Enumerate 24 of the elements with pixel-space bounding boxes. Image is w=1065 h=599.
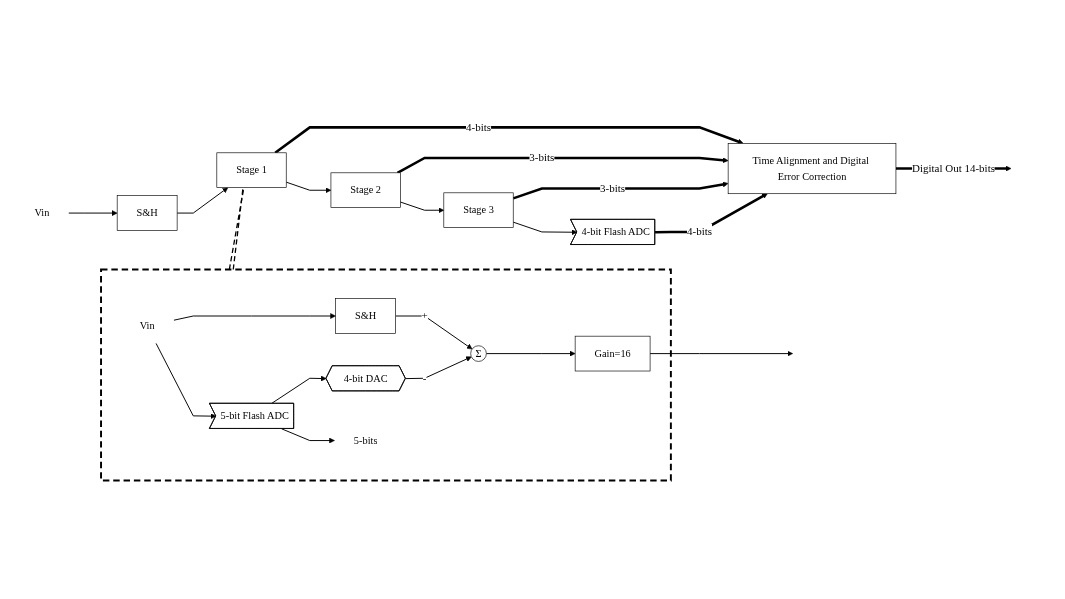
connector (228, 186, 245, 270)
arrow (274, 125, 744, 154)
node-box: Gain=16 (574, 335, 651, 371)
node-box: Stage 3 (443, 192, 514, 228)
arrow (512, 181, 729, 200)
node-circle: Σ (470, 345, 487, 362)
edge-label: 4-bits (687, 225, 713, 238)
edge-label: - (422, 371, 427, 384)
edge-label: 4-bits (466, 120, 492, 133)
node-text: Vin (34, 206, 50, 218)
edge-label: 3-bits (529, 151, 555, 164)
node-box: S&H (116, 194, 178, 231)
edge-label: + (421, 309, 428, 322)
node-box: Stage 1 (216, 152, 287, 188)
cluster (100, 268, 672, 482)
node-text: Vin (139, 319, 155, 331)
arrow (396, 156, 729, 174)
node-box: S&H (335, 297, 396, 334)
edge-label: Digital Out 14-bits (912, 161, 995, 175)
connector (232, 186, 244, 270)
edge-label: 3-bits (600, 181, 626, 195)
node-text: 5-bits (353, 434, 378, 446)
node-box: Time Alignment and Digital Error Correction (727, 142, 897, 194)
node-box: Stage 2 (330, 172, 401, 208)
